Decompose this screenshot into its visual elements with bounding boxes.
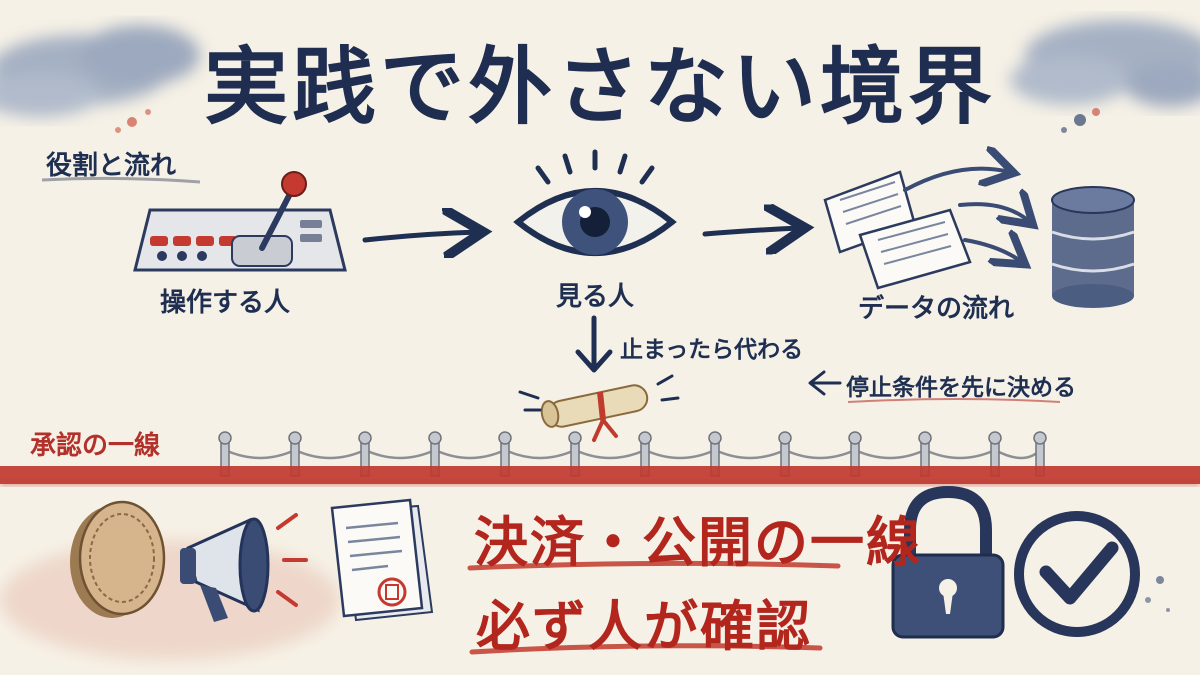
stop-note-underline — [847, 398, 1061, 403]
cloud-right-decoration — [1010, 20, 1200, 107]
database-icon — [1051, 186, 1135, 308]
arrow-operator-to-watcher — [362, 232, 478, 240]
document-stamp-icon — [330, 498, 434, 622]
data-flow-label: データの流れ — [858, 294, 1015, 324]
arrow-down-handoff — [575, 315, 613, 373]
arrow-watcher-to-data — [702, 228, 800, 234]
handoff-note: 止まったら代わる — [620, 337, 804, 363]
human-check-line1: 決済・公開の一線 — [474, 511, 922, 574]
brush-underline-1 — [467, 560, 841, 571]
brush-underline-2 — [469, 643, 823, 655]
human-check-line2: 必ず人が確認 — [476, 595, 812, 658]
flying-documents-icon — [823, 169, 1030, 290]
page-title: 実践で外さない境界 — [203, 38, 996, 136]
eye-icon — [513, 149, 677, 256]
watcher-label: 見る人 — [556, 282, 635, 312]
checkmark-circle-icon — [1014, 511, 1140, 637]
megaphone-icon — [180, 513, 308, 622]
joystick-console-icon — [133, 171, 347, 272]
roles-section-label: 役割と流れ — [46, 151, 177, 181]
stop-condition-note: 停止条件を先に決める — [846, 375, 1076, 401]
roles-section-underline — [41, 176, 201, 184]
approval-line-label: 承認の一線 — [30, 431, 161, 461]
operator-label: 操作する人 — [160, 288, 291, 318]
coin-icon — [70, 500, 166, 618]
scroll-icon — [518, 374, 680, 442]
padlock-icon — [891, 485, 1005, 639]
cloud-left-decoration — [0, 25, 200, 117]
approval-red-line — [0, 466, 1200, 486]
arrow-stop-condition — [808, 370, 842, 396]
splatter-decoration — [115, 108, 1170, 612]
